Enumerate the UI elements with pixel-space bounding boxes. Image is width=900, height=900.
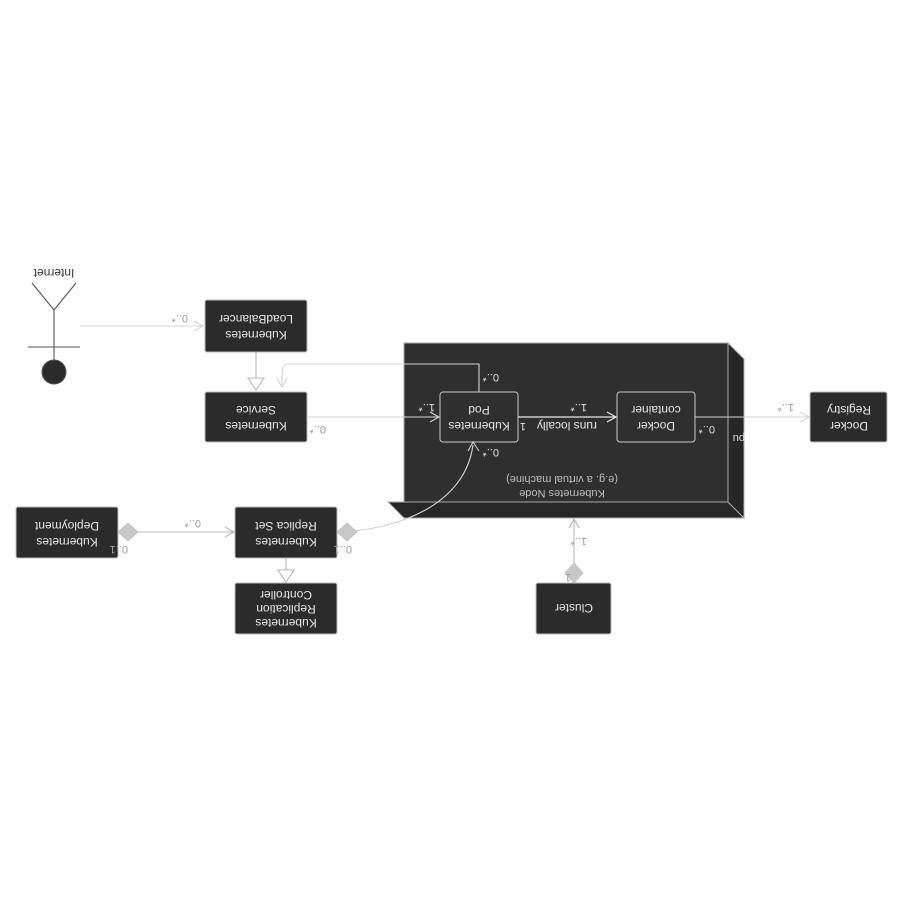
service-label-line-2: Service (236, 403, 276, 417)
generalization-rc (276, 569, 296, 583)
cluster-label: Cluster (555, 601, 593, 615)
replication-controller-class[interactable]: Kubernetes Replication Controller (234, 582, 338, 635)
mult-pod-loop-top: 0..* (482, 371, 499, 383)
internet-actor-leg-left (53, 282, 77, 311)
arrowhead-pod-service (429, 411, 441, 423)
arrowhead-loadbalancer (193, 320, 205, 332)
replication-controller-label-line-2: Replication (256, 602, 315, 616)
composition-diamond-cluster (564, 562, 584, 584)
load-balancer-label-line-2: LoadBalancer (219, 312, 293, 326)
docker-registry-label-line-2: Registry (827, 403, 871, 417)
mult-service-dst: 1..* (418, 401, 435, 413)
mult-cluster-node: 1..* (570, 535, 587, 547)
internet-actor-leg-right (31, 282, 55, 311)
mult-deploy-src: 0..1 (110, 543, 128, 555)
arrowhead-container (606, 411, 618, 423)
arrowhead-replicaset (224, 526, 236, 538)
generalization-service (246, 377, 266, 391)
mult-pod-loop-bottom: 0..* (482, 446, 499, 458)
cluster-class[interactable]: Cluster (535, 582, 612, 635)
docker-container-label-line-1: Docker (637, 419, 675, 433)
mult-pod-runs: 1 (520, 420, 526, 432)
mult-internet-lb: 0..* (171, 312, 188, 324)
internet-actor[interactable]: Internet (28, 266, 80, 385)
internet-actor-label: Internet (33, 266, 74, 280)
pod-label-line-1: Kubernetes (448, 419, 509, 433)
docker-registry-label-line-1: Docker (830, 419, 868, 433)
pod-class[interactable]: Kubernetes Pod (439, 391, 519, 443)
docker-container-label-line-2: container (631, 403, 680, 417)
kubernetes-node-note: (e.g. a virtual machine) (506, 473, 618, 485)
service-class[interactable]: Kubernetes Service (204, 391, 308, 443)
deployment-label-line-1: Kubernetes (36, 535, 97, 549)
load-balancer-class[interactable]: Kubernetes LoadBalancer (204, 299, 308, 353)
replica-set-class[interactable]: Kubernetes Replica Set (234, 506, 338, 559)
pu-label-fragment: pu (733, 432, 745, 444)
replication-controller-label-line-3: Controller (260, 588, 312, 602)
arrowhead-pod-replicaset (467, 440, 480, 452)
internet-actor-head (41, 359, 67, 385)
arrowhead-node (568, 517, 580, 529)
mult-container-dst: 1..* (777, 401, 794, 413)
mult-deploy-dst: 0..* (184, 517, 201, 529)
edge-replicaset-pod (336, 444, 474, 533)
deployment-label-line-2: Deployment (34, 519, 99, 533)
edge-pod-loop (281, 363, 480, 392)
kubernetes-node-side-face (727, 341, 745, 520)
deployment-class[interactable]: Kubernetes Deployment (15, 506, 119, 559)
aggregation-diamond-replicaset (336, 522, 358, 542)
load-balancer-label-line-1: Kubernetes (225, 328, 286, 342)
arrowhead-registry (799, 411, 811, 423)
kubernetes-node-top-face (386, 501, 746, 519)
mult-service-src: 0..* (309, 423, 326, 435)
pod-label-line-2: Pod (468, 403, 489, 417)
replica-set-label-line-1: Kubernetes (255, 535, 316, 549)
docker-registry-class[interactable]: Docker Registry (809, 391, 888, 443)
kubernetes-node-label: Kubernetes Node (519, 487, 605, 499)
replication-controller-box (234, 582, 338, 635)
runs-locally-label: runs locally (537, 419, 597, 433)
arrowhead-pod-loop (276, 377, 288, 389)
mult-container-runs: 1..* (570, 401, 587, 413)
mult-replicaset-src: 0..1 (334, 543, 352, 555)
mult-container-src: 0..* (698, 423, 715, 435)
aggregation-diamond-deployment (117, 522, 139, 542)
docker-container-class[interactable]: Docker container (616, 391, 696, 443)
replica-set-label-line-2: Replica Set (255, 519, 317, 533)
replication-controller-label-line-1: Kubernetes (255, 616, 316, 630)
service-label-line-1: Kubernetes (225, 419, 286, 433)
mult-cluster-src: 1 (565, 571, 571, 583)
